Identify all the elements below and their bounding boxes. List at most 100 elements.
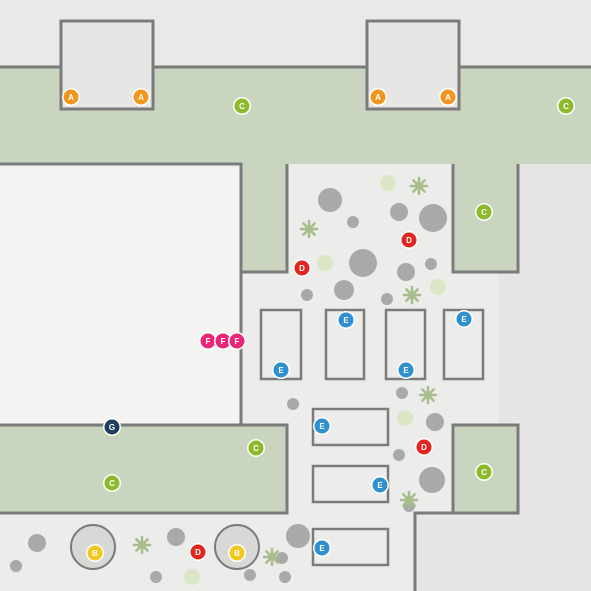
- tree: [349, 249, 377, 277]
- tree: [396, 387, 408, 399]
- tree: [397, 263, 415, 281]
- tree: [393, 449, 405, 461]
- tree: [28, 534, 46, 552]
- shrub: [132, 535, 152, 555]
- marker-letter: C: [563, 102, 569, 111]
- marker-f[interactable]: F: [214, 332, 232, 350]
- marker-letter: A: [138, 93, 144, 102]
- marker-letter: E: [278, 366, 284, 375]
- marker-letter: D: [406, 236, 412, 245]
- lower-left-green-zone: [0, 425, 287, 513]
- shrub: [409, 176, 429, 196]
- tree: [347, 216, 359, 228]
- marker-e[interactable]: E: [371, 476, 389, 494]
- tree: [167, 528, 185, 546]
- marker-letter: F: [235, 337, 240, 346]
- marker-a[interactable]: A: [369, 88, 387, 106]
- marker-f[interactable]: F: [228, 332, 246, 350]
- benches: [259, 308, 485, 567]
- shrub: [418, 385, 438, 405]
- marker-e[interactable]: E: [337, 311, 355, 329]
- tree: [301, 289, 313, 301]
- tree: [287, 398, 299, 410]
- tree: [286, 524, 310, 548]
- tree: [426, 413, 444, 431]
- tree: [390, 203, 408, 221]
- marker-letter: E: [343, 316, 349, 325]
- marker-d[interactable]: D: [415, 438, 433, 456]
- marker-c[interactable]: C: [247, 439, 265, 457]
- light-tree: [184, 569, 200, 585]
- marker-letter: A: [445, 93, 451, 102]
- marker-d[interactable]: D: [400, 231, 418, 249]
- marker-d[interactable]: D: [293, 259, 311, 277]
- marker-letter: E: [403, 366, 409, 375]
- tree: [381, 293, 393, 305]
- pavilion-left: [59, 19, 155, 111]
- tree: [318, 188, 342, 212]
- marker-c[interactable]: C: [475, 203, 493, 221]
- marker-letter: C: [253, 444, 259, 453]
- marker-b[interactable]: B: [228, 544, 246, 562]
- light-tree: [380, 175, 396, 191]
- tree: [425, 258, 437, 270]
- marker-e[interactable]: E: [272, 361, 290, 379]
- light-tree: [397, 410, 413, 426]
- marker-letter: C: [109, 479, 115, 488]
- marker-letter: C: [239, 102, 245, 111]
- marker-b[interactable]: B: [86, 544, 104, 562]
- marker-letter: D: [195, 548, 201, 557]
- marker-g[interactable]: G: [103, 418, 121, 436]
- marker-letter: A: [375, 93, 381, 102]
- tree: [10, 560, 22, 572]
- marker-letter: C: [481, 468, 487, 477]
- marker-letter: E: [377, 481, 383, 490]
- marker-letter: G: [109, 423, 115, 432]
- marker-c[interactable]: C: [557, 97, 575, 115]
- marker-letter: E: [461, 315, 467, 324]
- bench-7: [311, 527, 390, 567]
- tree: [419, 204, 447, 232]
- shrub: [399, 490, 419, 510]
- marker-letter: B: [234, 549, 240, 558]
- tree: [419, 467, 445, 493]
- marker-e[interactable]: E: [313, 539, 331, 557]
- left-green-strip: [241, 164, 287, 272]
- marker-d[interactable]: D: [189, 543, 207, 561]
- marker-f[interactable]: F: [199, 332, 217, 350]
- marker-c[interactable]: C: [233, 97, 251, 115]
- tree: [334, 280, 354, 300]
- marker-letter: F: [221, 337, 226, 346]
- shrub: [299, 219, 319, 239]
- marker-letter: F: [206, 337, 211, 346]
- marker-a[interactable]: A: [62, 88, 80, 106]
- marker-letter: D: [421, 443, 427, 452]
- tree: [279, 571, 291, 583]
- marker-letter: D: [299, 264, 305, 273]
- marker-letter: E: [319, 422, 325, 431]
- marker-e[interactable]: E: [455, 310, 473, 328]
- shrub: [262, 547, 282, 567]
- marker-letter: A: [68, 93, 74, 102]
- shrubs: [132, 176, 438, 567]
- tree: [150, 571, 162, 583]
- light-tree: [317, 255, 333, 271]
- trees: [10, 175, 447, 585]
- marker-c[interactable]: C: [103, 474, 121, 492]
- marker-letter: E: [319, 544, 325, 553]
- marker-a[interactable]: A: [439, 88, 457, 106]
- marker-e[interactable]: E: [313, 417, 331, 435]
- marker-c[interactable]: C: [475, 463, 493, 481]
- marker-letter: C: [481, 208, 487, 217]
- marker-letter: B: [92, 549, 98, 558]
- lower-right-building: [415, 513, 591, 591]
- shrub: [402, 285, 422, 305]
- marker-a[interactable]: A: [132, 88, 150, 106]
- tree: [276, 552, 288, 564]
- light-tree: [430, 279, 446, 295]
- marker-e[interactable]: E: [397, 361, 415, 379]
- tree: [244, 569, 256, 581]
- left-building-floor: [0, 164, 241, 425]
